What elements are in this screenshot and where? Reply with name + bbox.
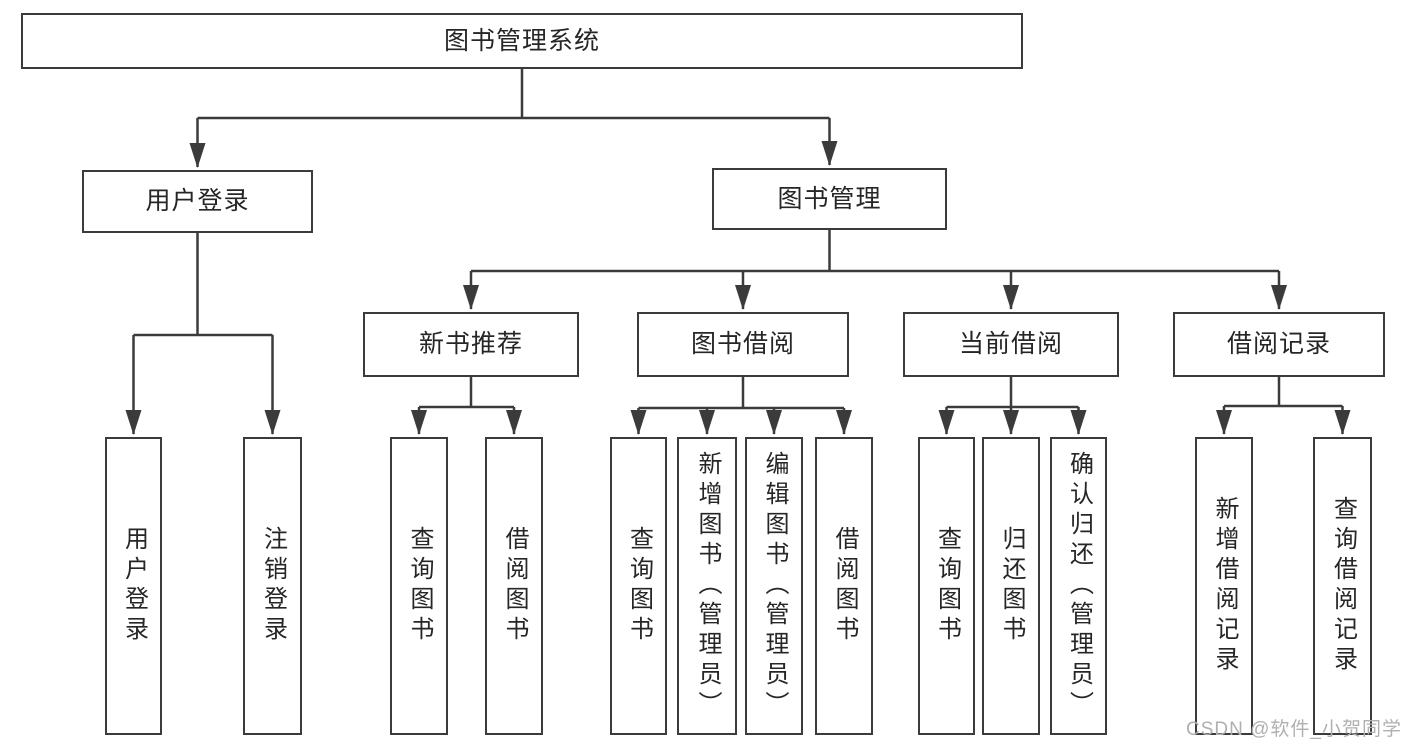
leaf-add-books-admin: 新增图书（管理员） [677,437,737,735]
leaf-user-login-label: 用户登录 [120,526,148,646]
leaf-query-borrow-record-label: 查询借阅记录 [1329,496,1357,676]
leaf-edit-books-admin-label: 编辑图书（管理员） [761,451,788,721]
node-book-management-label: 图书管理 [777,184,882,213]
node-current-borrow-label: 当前借阅 [958,330,1063,358]
node-new-book-recommend-label: 新书推荐 [418,330,523,358]
node-library-system-label: 图书管理系统 [443,26,600,55]
leaf-confirm-return-admin: 确认归还（管理员） [1050,437,1107,735]
node-user-login: 用户登录 [82,170,313,233]
leaf-borrow-books-label: 借阅图书 [831,526,858,646]
leaf-return-books: 归还图书 [982,437,1040,735]
node-new-book-recommend: 新书推荐 [363,312,579,377]
leaf-return-books-label: 归还图书 [998,526,1025,646]
node-current-borrow: 当前借阅 [903,312,1119,377]
node-user-login-label: 用户登录 [145,187,250,215]
leaf-add-borrow-record: 新增借阅记录 [1195,437,1253,735]
leaf-borrow-books-recommend: 借阅图书 [485,437,543,735]
leaf-logout: 注销登录 [243,437,302,735]
leaf-query-borrow-record: 查询借阅记录 [1313,437,1372,735]
node-library-system: 图书管理系统 [21,13,1023,69]
csdn-watermark: CSDN @软件_小贺同学 [1186,719,1402,740]
leaf-query-books-current-label: 查询图书 [933,526,961,646]
node-book-borrow-label: 图书借阅 [690,330,795,358]
leaf-query-books-recommend: 查询图书 [390,437,448,735]
node-book-management: 图书管理 [712,168,947,230]
leaf-logout-label: 注销登录 [259,526,287,646]
leaf-query-books-recommend-label: 查询图书 [406,526,433,646]
leaf-query-books-current: 查询图书 [918,437,975,735]
leaf-confirm-return-admin-label: 确认归还（管理员） [1065,451,1093,721]
leaf-borrow-books: 借阅图书 [815,437,873,735]
leaf-edit-books-admin: 编辑图书（管理员） [745,437,803,735]
leaf-borrow-books-recommend-label: 借阅图书 [501,526,528,646]
leaf-add-books-admin-label: 新增图书（管理员） [694,451,721,721]
leaf-user-login: 用户登录 [105,437,162,735]
leaf-add-borrow-record-label: 新增借阅记录 [1211,496,1238,676]
leaf-query-books-borrow: 查询图书 [610,437,667,735]
node-borrow-records: 借阅记录 [1173,312,1385,377]
node-borrow-records-label: 借阅记录 [1226,330,1331,358]
node-book-borrow: 图书借阅 [637,312,849,377]
leaf-query-books-borrow-label: 查询图书 [625,526,653,646]
